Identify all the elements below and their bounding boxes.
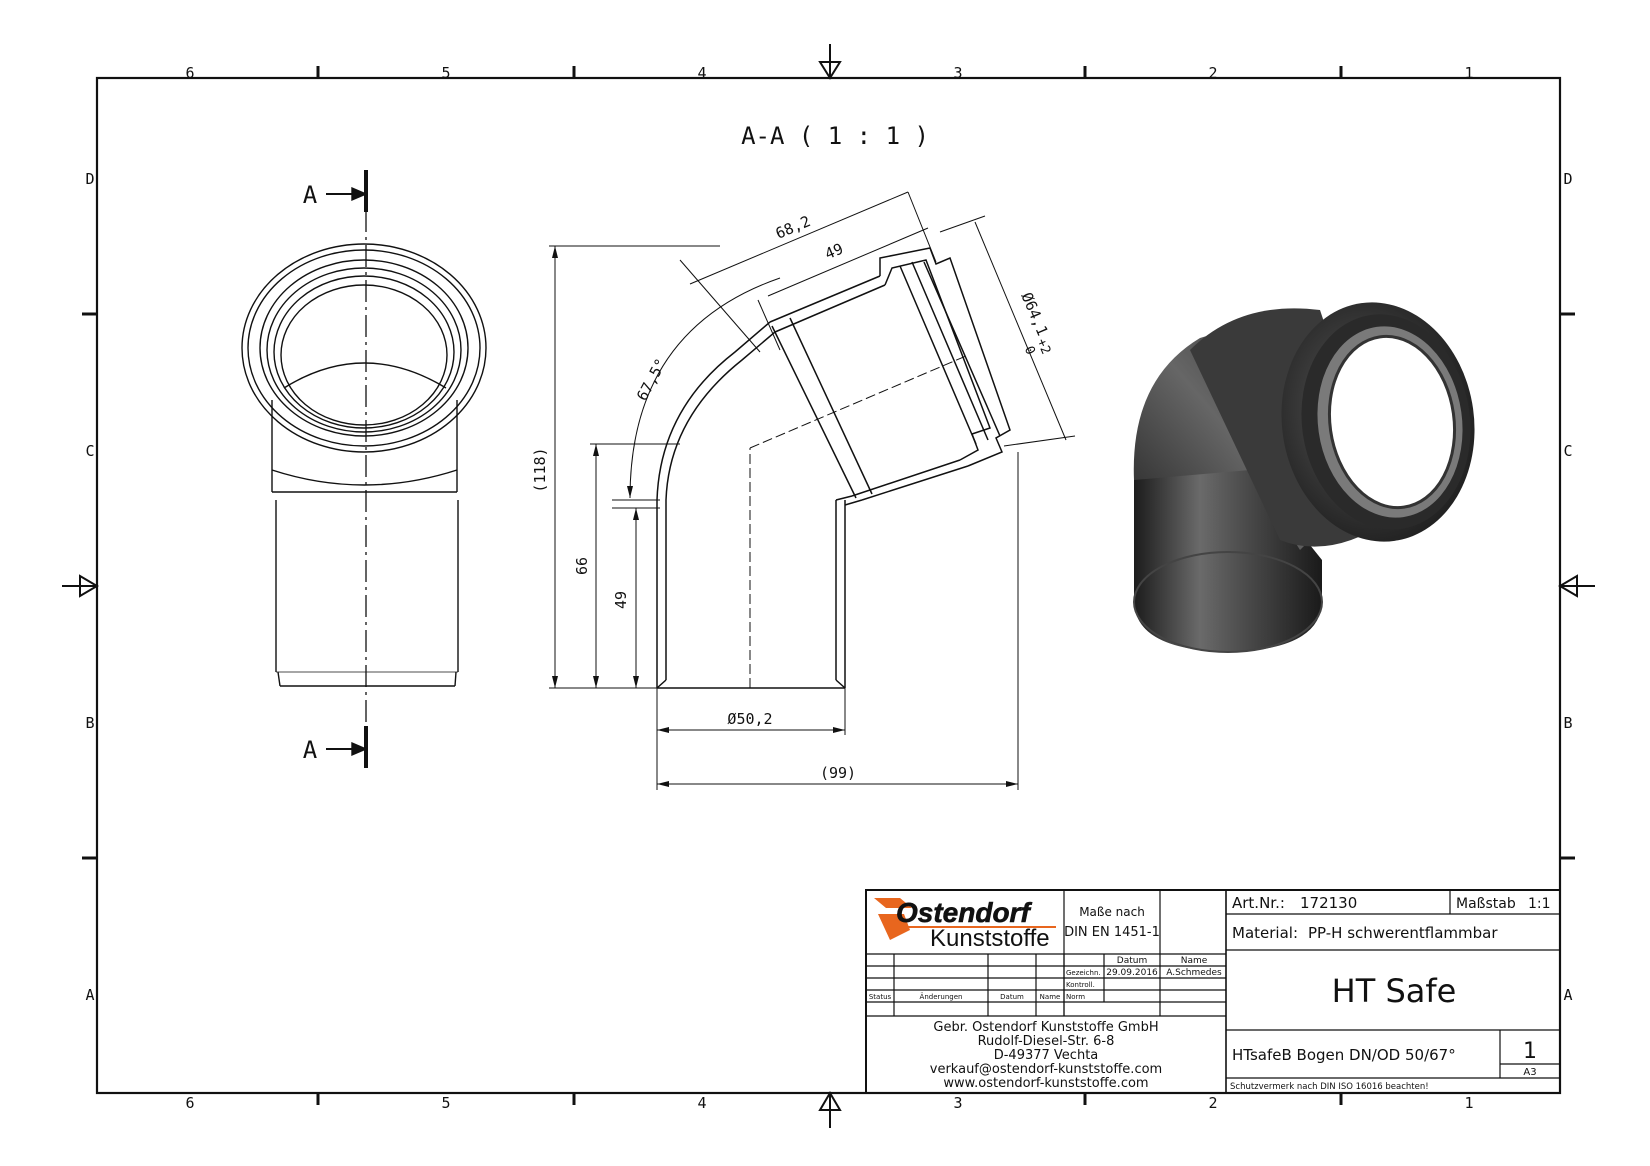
title-block-text: Maße nach DIN EN 1451-1 Datum Name Gezei…: [869, 894, 1551, 1092]
col-label-bottom: 1: [1464, 1094, 1473, 1112]
dim-tol-plus: +2: [1033, 336, 1053, 356]
product-3d-render: [1133, 302, 1475, 653]
material-label: Material:: [1232, 924, 1298, 942]
dim-dia-50: Ø50,2: [727, 710, 772, 728]
col-label-top: 6: [185, 64, 194, 82]
hdr-aenderungen: Änderungen: [920, 992, 963, 1001]
hdr-name: Name: [1040, 993, 1061, 1001]
standard-value: DIN EN 1451-1: [1064, 925, 1160, 940]
row-label-left: A: [85, 986, 94, 1004]
scale-value: 1:1: [1528, 896, 1551, 912]
row-label-left: C: [85, 442, 94, 460]
col-label-top: 2: [1208, 64, 1217, 82]
logo-kunststoffe: Kunststoffe: [930, 925, 1050, 952]
row-label-left: B: [85, 714, 94, 732]
sheet-number: 1: [1523, 1039, 1537, 1064]
col-label-top: 1: [1464, 64, 1473, 82]
col-label-top: 3: [953, 64, 962, 82]
dim-99: (99): [820, 764, 856, 782]
art-nr-value: 172130: [1300, 894, 1357, 912]
col-label-top: 5: [441, 64, 450, 82]
col-label-bottom: 6: [185, 1094, 194, 1112]
scale-label: Maßstab: [1456, 896, 1516, 912]
col-datum: Datum: [1117, 956, 1147, 966]
company-web: www.ostendorf-kunststoffe.com: [943, 1076, 1148, 1091]
col-label-bottom: 4: [697, 1094, 706, 1112]
col-name: Name: [1181, 956, 1208, 966]
dim-68-2: 68,2: [773, 212, 813, 243]
section-mark-bottom: A: [303, 736, 318, 764]
dim-dia-64: Ø64,1: [1017, 290, 1051, 339]
protection-notice: Schutzvermerk nach DIN ISO 16016 beachte…: [1230, 1082, 1429, 1092]
company-name: Gebr. Ostendorf Kunststoffe GmbH: [933, 1020, 1158, 1035]
row-label-left: D: [85, 170, 94, 188]
hdr-status: Status: [869, 993, 892, 1001]
row-kontroll: Kontroll.: [1066, 981, 1095, 989]
product-description: HTsafeB Bogen DN/OD 50/67°: [1232, 1046, 1456, 1064]
dim-49-left: 49: [612, 591, 630, 609]
dimension-lines: [549, 191, 1076, 790]
col-label-top: 4: [697, 64, 706, 82]
logo-ostendorf: Ostendorf: [896, 897, 1032, 928]
company-street: Rudolf-Diesel-Str. 6-8: [978, 1034, 1115, 1049]
section-view: [656, 247, 1011, 689]
zone-labels: 6 5 4 3 2 1 6 5 4 3 2 1 D C B A D C B A: [85, 64, 1572, 1112]
col-label-bottom: 3: [953, 1094, 962, 1112]
company-email: verkauf@ostendorf-kunststoffe.com: [930, 1062, 1162, 1077]
dimension-labels: (118) 66 49 Ø50,2 (99) 68,2 49 67,5° Ø64…: [531, 212, 1053, 782]
gezeichn-date: 29.09.2016: [1106, 968, 1158, 978]
title-block: [865, 889, 1561, 1094]
row-norm: Norm: [1066, 993, 1085, 1001]
row-label-right: D: [1563, 170, 1572, 188]
front-view: [241, 170, 487, 768]
dim-49-top: 49: [822, 240, 846, 264]
section-title: A-A ( 1 : 1 ): [741, 122, 929, 150]
row-label-right: A: [1563, 986, 1572, 1004]
dim-66: 66: [573, 557, 591, 575]
drawing-frame: [62, 44, 1595, 1128]
art-nr-label: Art.Nr.:: [1232, 894, 1285, 912]
hdr-datum: Datum: [1000, 993, 1024, 1001]
product-name: HT Safe: [1332, 972, 1457, 1010]
sheet-format: A3: [1523, 1067, 1536, 1078]
company-city: D-49377 Vechta: [994, 1048, 1099, 1063]
col-label-bottom: 5: [441, 1094, 450, 1112]
row-gezeichn: Gezeichn.: [1066, 969, 1101, 977]
dim-118: (118): [531, 447, 549, 492]
section-mark-top: A: [303, 181, 318, 209]
dimension-arrows: [552, 246, 1018, 787]
material-value: PP-H schwerentflammbar: [1308, 924, 1498, 942]
col-label-bottom: 2: [1208, 1094, 1217, 1112]
row-label-right: B: [1563, 714, 1572, 732]
standard-label: Maße nach: [1079, 905, 1145, 919]
dim-angle: 67,5°: [633, 355, 670, 403]
dim-tol-zero: 0: [1021, 344, 1038, 357]
company-logo: Ostendorf Kunststoffe: [874, 897, 1056, 952]
gezeichn-name: A.Schmedes: [1166, 968, 1222, 978]
row-label-right: C: [1563, 442, 1572, 460]
